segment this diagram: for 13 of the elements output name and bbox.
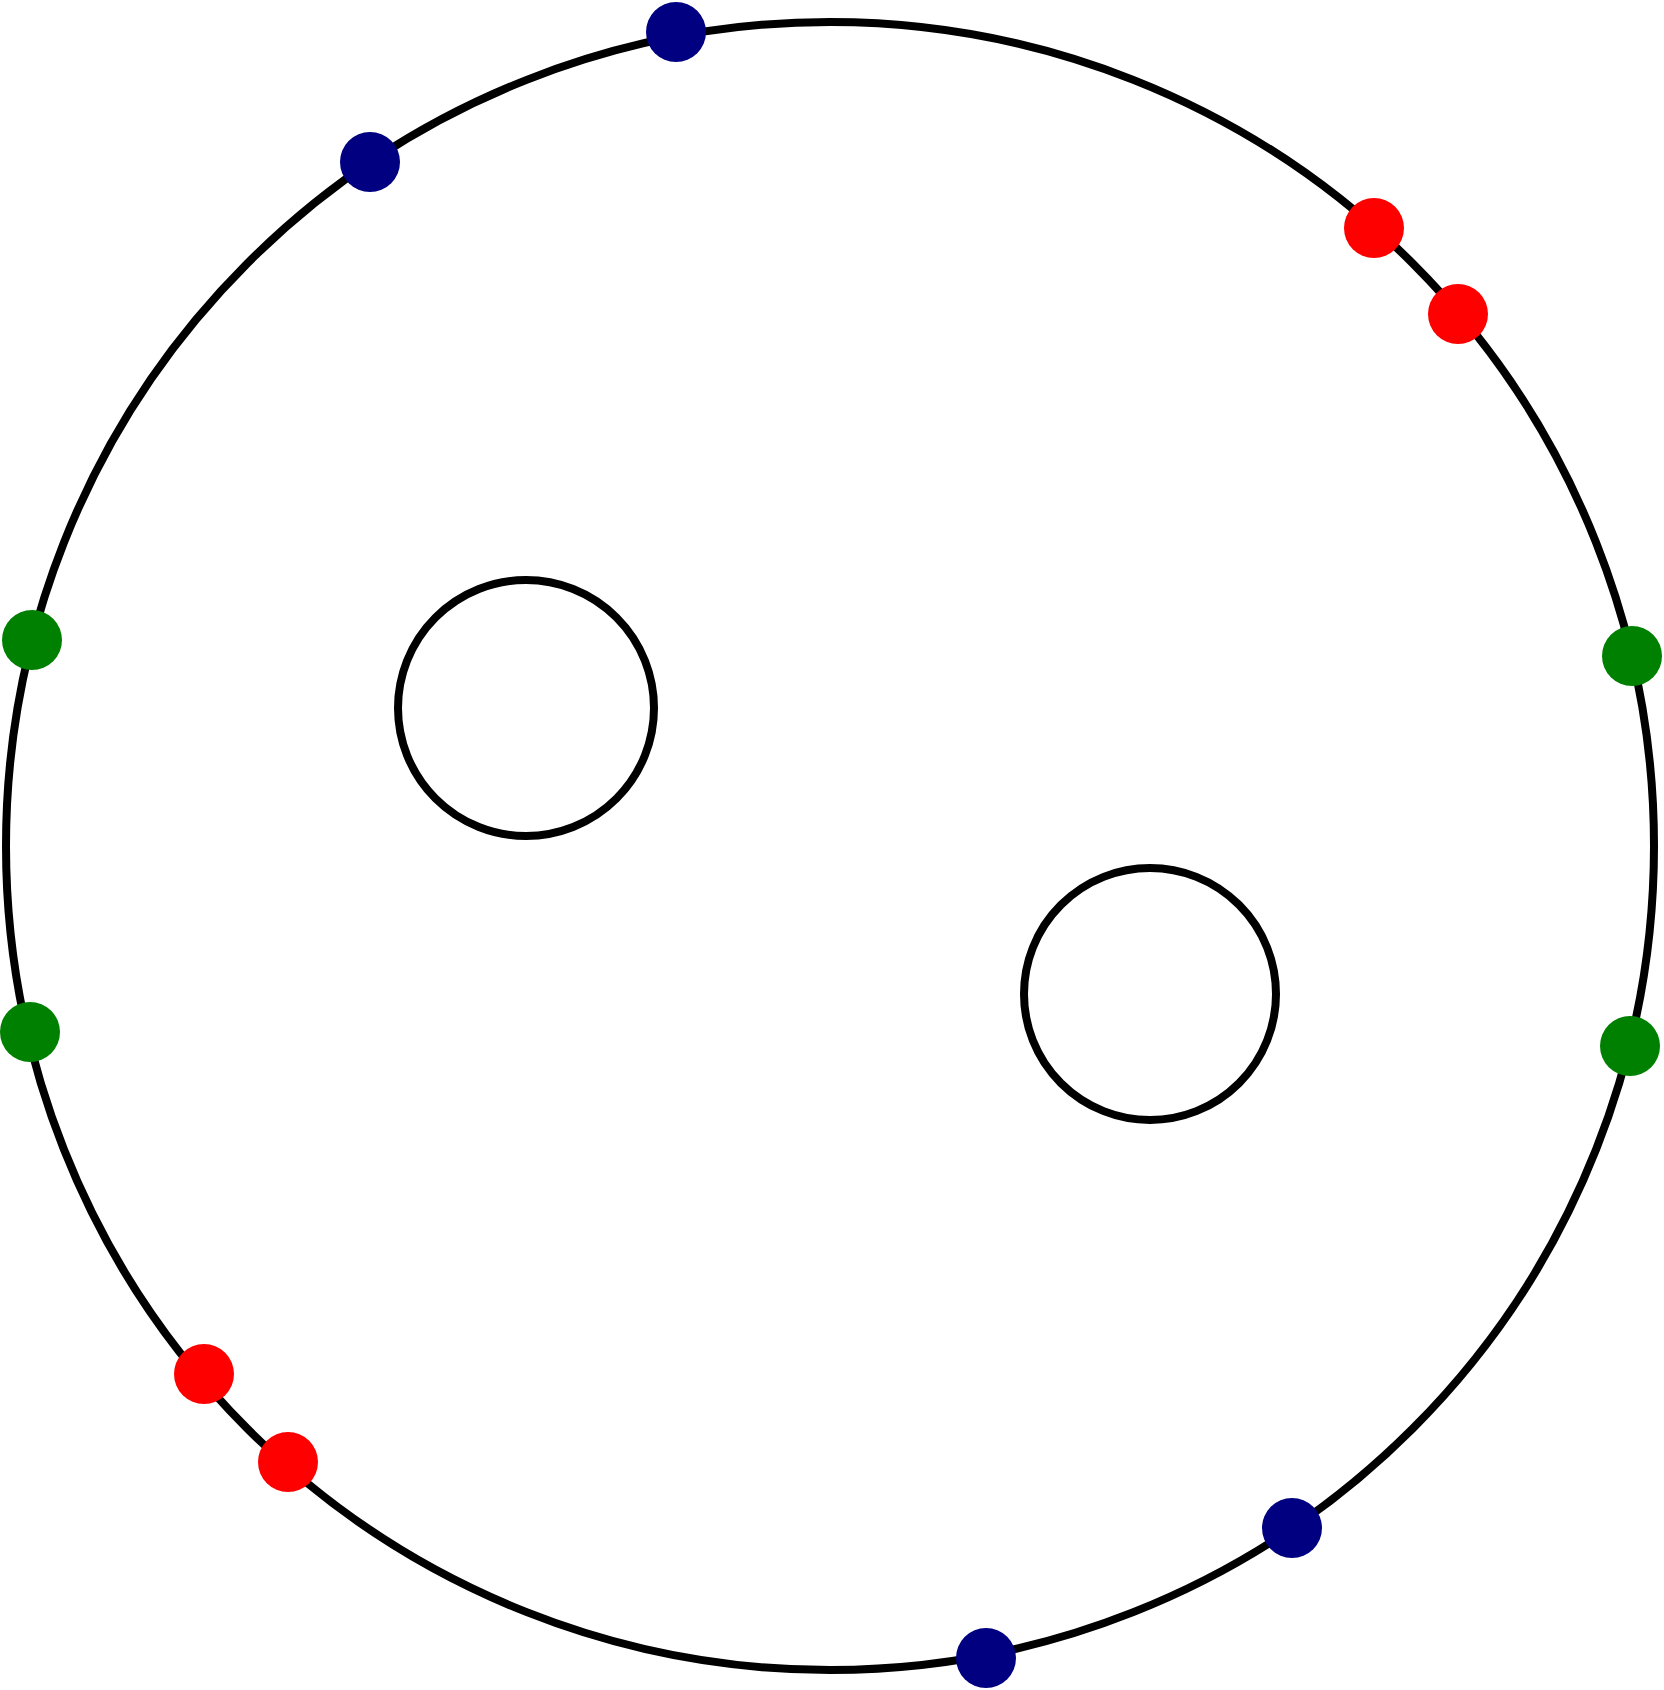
dot-marker (2, 610, 62, 670)
outer-circle (2, 18, 1658, 1674)
dot-marker (1600, 1016, 1660, 1076)
dot-marker (956, 1628, 1016, 1688)
inner-circle (394, 576, 658, 840)
dot-marker (0, 1002, 60, 1062)
dot-marker (1262, 1498, 1322, 1558)
dot-marker (1602, 626, 1662, 686)
dot-marker (646, 2, 706, 62)
dot-marker (340, 132, 400, 192)
inner-circle (1020, 864, 1280, 1124)
dot-marker (1428, 284, 1488, 344)
dot-marker (1344, 198, 1404, 258)
